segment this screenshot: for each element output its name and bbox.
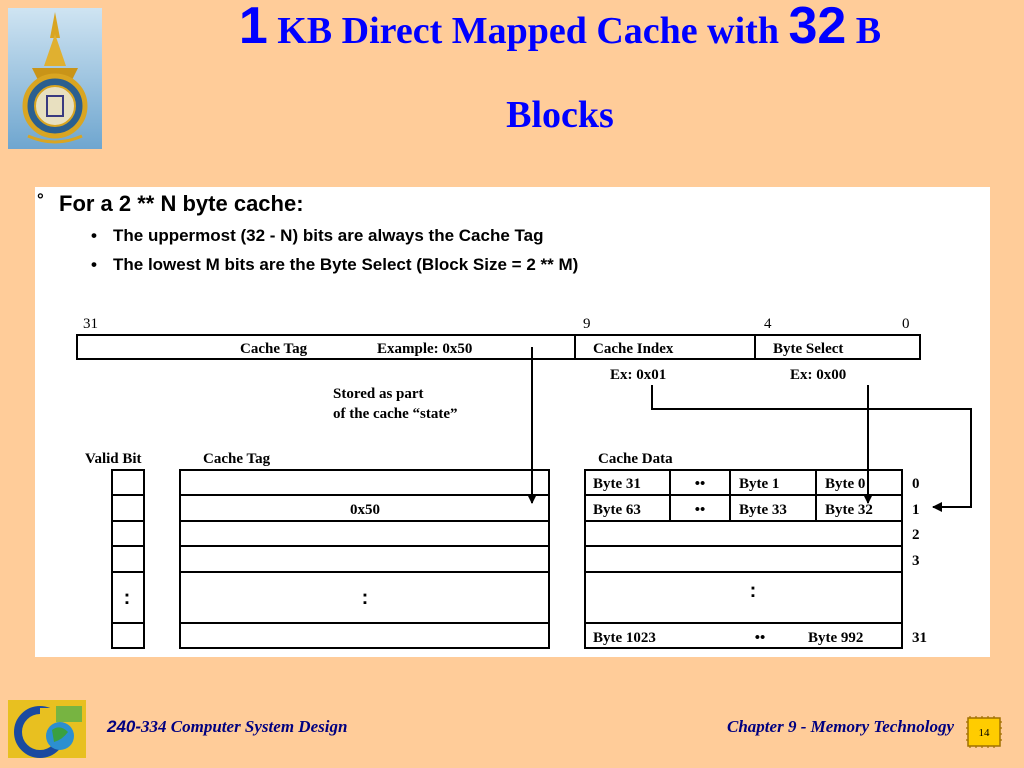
header-cache-data: Cache Data: [598, 451, 673, 467]
course-title: 240-334 Computer System Design: [107, 717, 347, 737]
course-name: 334 Computer System Design: [141, 717, 348, 736]
title-line-2: Blocks: [506, 94, 614, 136]
row-label-2: 2: [912, 527, 920, 543]
chapter-title: Chapter 9 - Memory Technology: [727, 717, 954, 736]
data-row1-byte33: Byte 33: [739, 502, 787, 518]
data-row1-byte32: Byte 32: [825, 502, 873, 518]
valid-bit-column: [111, 469, 145, 649]
sub-bullet-dot-2: •: [91, 255, 97, 274]
page-number-badge: 14: [966, 716, 1002, 748]
field-tag-example: Example: 0x50: [377, 341, 472, 357]
bit-0: 0: [902, 316, 910, 332]
sub-bullet-1: The uppermost (32 - N) bits are always t…: [113, 226, 543, 245]
data-last-byte992: Byte 992: [808, 630, 863, 646]
state-note-line-2: of the cache “state”: [333, 406, 458, 422]
cache-diagram: ° For a 2 ** N byte cache: • The uppermo…: [37, 190, 972, 649]
department-logo: [8, 700, 86, 758]
cache-tag-ellipsis: :: [362, 587, 369, 609]
sub-bullet-2: The lowest M bits are the Byte Select (B…: [113, 255, 578, 274]
data-row0-byte1: Byte 1: [739, 476, 779, 492]
diagram-panel: ° For a 2 ** N byte cache: • The uppermo…: [35, 187, 990, 657]
title-number-2: 32: [788, 0, 847, 55]
address-register: [76, 334, 921, 360]
data-row1-dots: ••: [695, 502, 706, 518]
row-label-1: 1: [912, 502, 920, 518]
field-cache-index: Cache Index: [593, 341, 674, 357]
title-text-1: KB Direct Mapped Cache with: [277, 10, 779, 52]
row-label-0: 0: [912, 476, 920, 492]
bit-4: 4: [764, 316, 772, 332]
index-select-arrow: [651, 385, 972, 512]
data-row0-byte0: Byte 0: [825, 476, 865, 492]
title-number-1: 1: [238, 0, 268, 55]
cache-tag-column: [179, 469, 550, 649]
state-note-line-1: Stored as part: [333, 386, 424, 402]
byte-example: Ex: 0x00: [790, 367, 846, 383]
header-valid-bit: Valid Bit: [85, 451, 142, 467]
sub-bullet-dot-1: •: [91, 226, 97, 245]
cache-tag-value-row-1: 0x50: [350, 502, 380, 518]
data-row0-dots: ••: [695, 476, 706, 492]
bullet-main: For a 2 ** N byte cache:: [59, 191, 304, 216]
title-text-2: B: [855, 10, 882, 52]
data-last-byte1023: Byte 1023: [593, 630, 656, 646]
bit-9: 9: [583, 316, 591, 332]
data-row0-byte31: Byte 31: [593, 476, 641, 492]
valid-bit-ellipsis: :: [124, 587, 131, 609]
header-cache-tag: Cache Tag: [203, 451, 271, 467]
bullet-marker: °: [37, 190, 44, 209]
slide-title: 1 KB Direct Mapped Cache with 32 B Block…: [110, 0, 1010, 139]
data-last-dots: ••: [755, 630, 766, 646]
index-example: Ex: 0x01: [610, 367, 666, 383]
university-logo: [8, 8, 102, 149]
row-label-31: 31: [912, 630, 927, 646]
cache-data-ellipsis: :: [750, 580, 757, 602]
page-number: 14: [979, 727, 991, 739]
field-byte-select: Byte Select: [773, 341, 843, 357]
field-cache-tag: Cache Tag: [240, 341, 308, 357]
bit-31: 31: [83, 316, 98, 332]
course-number: 240-: [107, 717, 142, 736]
row-label-3: 3: [912, 553, 920, 569]
data-row1-byte63: Byte 63: [593, 502, 641, 518]
cache-data-column: [584, 469, 903, 649]
